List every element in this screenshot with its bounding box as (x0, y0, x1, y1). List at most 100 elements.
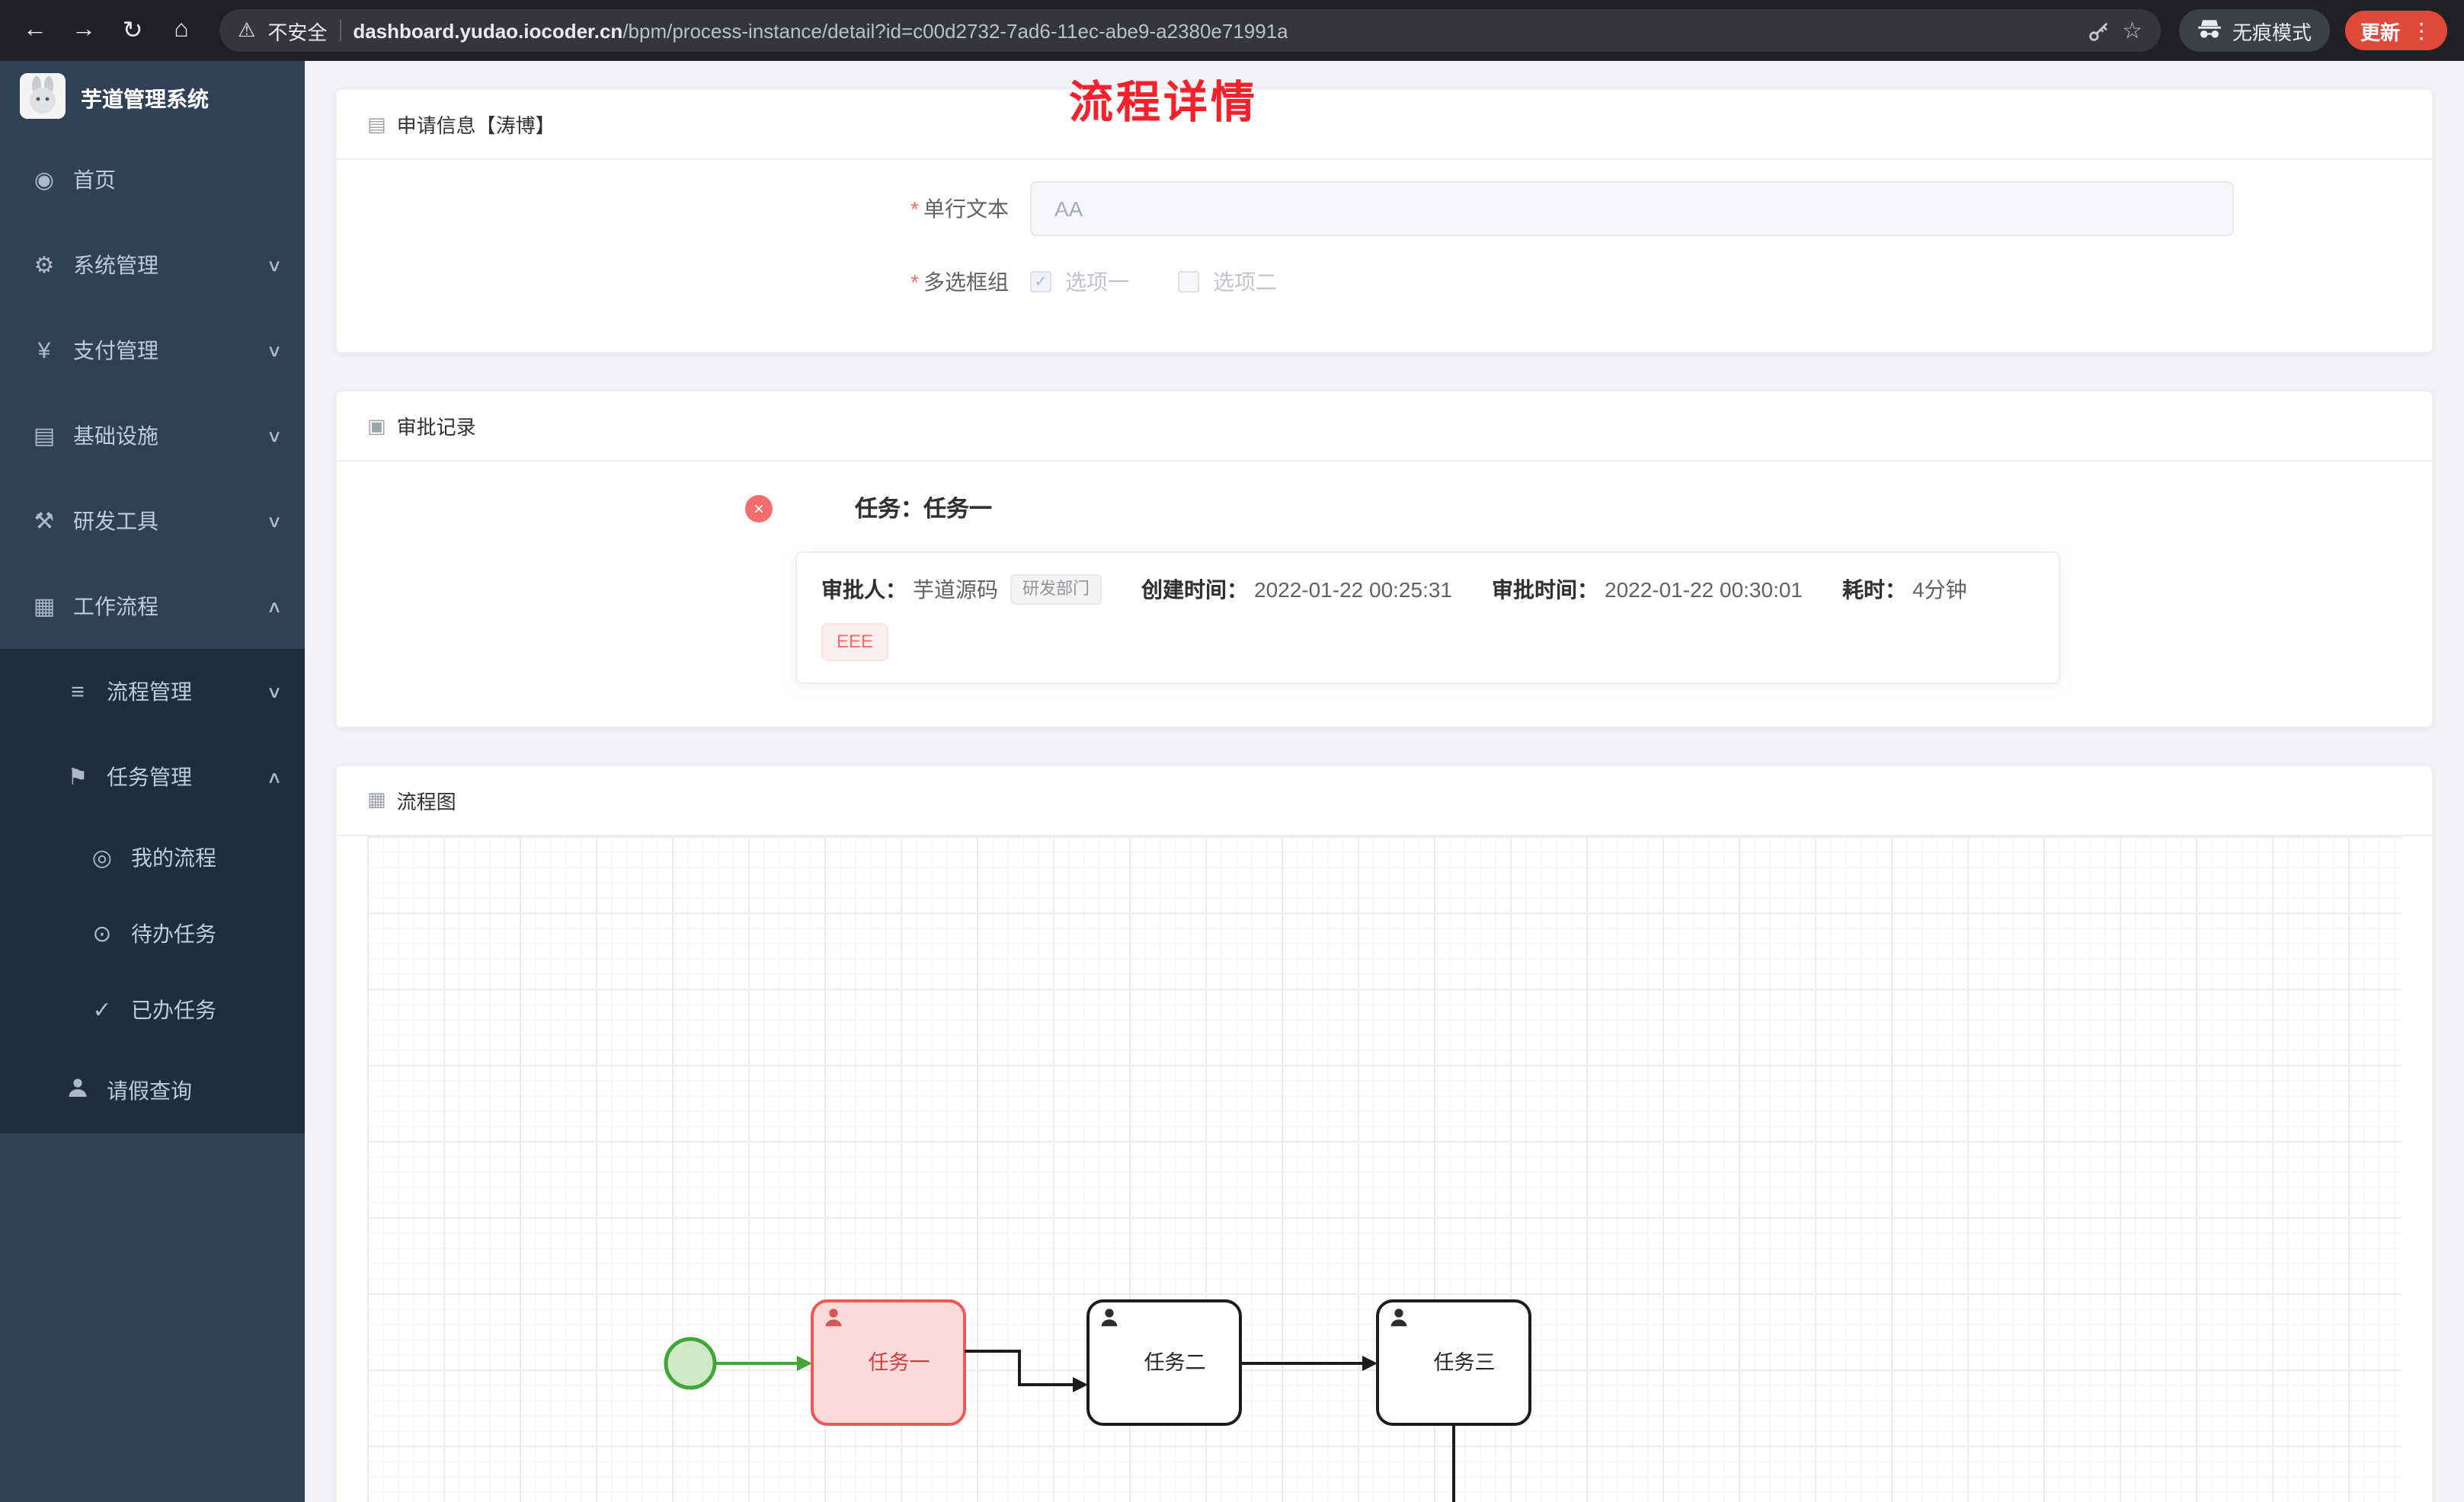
checkbox-option-label: 选项二 (1213, 270, 1277, 294)
arrowhead-black (1362, 1355, 1378, 1371)
sidebar-item-process-mgmt[interactable]: ≡ 流程管理 ∨ (0, 649, 305, 734)
menu-label: 请假查询 (107, 1079, 192, 1103)
task-node-2[interactable]: 任务二 (1086, 1299, 1242, 1426)
duration-label: 耗时： (1842, 577, 1906, 602)
checkbox-field-label: *多选框组 (910, 270, 1009, 294)
sidebar-item-system[interactable]: ⚙ 系统管理 ∨ (0, 222, 305, 308)
security-warning-icon: ⚠ (238, 18, 256, 41)
chevron-up-icon: ∧ (266, 769, 283, 787)
bpmn-canvas[interactable]: 任务一 任务二 (367, 836, 2402, 1502)
menu-kebab-icon[interactable]: ⋮ (2411, 18, 2433, 42)
apply-info-card: ▤ 申请信息【涛博】 *单行文本 *多选框组 ✓ 选项一 (335, 88, 2434, 353)
reload-icon[interactable]: ↻ (122, 18, 143, 44)
approver-name: 芋道源码 (913, 577, 998, 602)
chevron-down-icon: ∨ (266, 513, 283, 531)
apply-info-title: 申请信息【涛博】 (396, 114, 555, 137)
app-logo-row[interactable]: 芋道管理系统 (0, 61, 305, 137)
process-diagram-title: 流程图 (396, 790, 456, 813)
task-label: 任务三 (1434, 1350, 1496, 1373)
user-task-icon (825, 1308, 842, 1326)
task-node-1[interactable]: 任务一 (811, 1299, 966, 1426)
timeline-row: × 任务：任务一 (745, 492, 2432, 524)
chevron-down-icon: ∨ (266, 342, 283, 360)
bookmark-star-icon[interactable]: ☆ (2122, 18, 2142, 44)
menu-label: 任务管理 (107, 765, 192, 789)
menu-label: 我的流程 (131, 845, 216, 870)
password-key-icon[interactable] (2087, 19, 2110, 42)
sidebar-item-done-tasks[interactable]: ✓ 已办任务 (0, 972, 305, 1048)
approval-comment-row: EEE (821, 623, 2034, 661)
duration-value: 4分钟 (1912, 577, 1967, 602)
infra-icon: ▤ (33, 423, 56, 449)
sidebar-item-devtools[interactable]: ⚒ 研发工具 ∨ (0, 478, 305, 564)
menu-label: 基础设施 (73, 423, 158, 448)
sidebar-item-home[interactable]: ◉ 首页 (0, 137, 305, 222)
checkbox-option-2[interactable]: 选项二 (1178, 267, 1277, 297)
approval-record-card: ▣ 审批记录 × 任务：任务一 审批人： 芋道源码 研发部门 创建时间： 202… (335, 390, 2434, 728)
approved-time: 2022-01-22 00:30:01 (1605, 577, 1803, 602)
dept-tag: 研发部门 (1010, 574, 1102, 606)
incognito-icon (2197, 18, 2222, 43)
comment-tag: EEE (821, 623, 889, 661)
task-node-3[interactable]: 任务三 (1376, 1299, 1531, 1426)
approval-record-header: ▣ 审批记录 (337, 391, 2432, 462)
sidebar-item-workflow[interactable]: ▦ 工作流程 ∧ (0, 564, 305, 649)
sidebar-item-leave-query[interactable]: 请假查询 (0, 1048, 305, 1133)
checkbox-option-1[interactable]: ✓ 选项一 (1030, 267, 1129, 297)
address-bar[interactable]: ⚠ 不安全 dashboard.yudao.iocoder.cn/bpm/pro… (219, 9, 2161, 52)
page-title: 流程详情 (1068, 79, 1258, 128)
approval-detail-line: 审批人： 芋道源码 研发部门 创建时间： 2022-01-22 00:25:31… (821, 574, 2034, 606)
menu-label: 已办任务 (131, 998, 216, 1022)
gear-icon: ⚙ (34, 253, 55, 279)
menu-label: 研发工具 (73, 509, 158, 533)
checkbox-checked-icon[interactable]: ✓ (1030, 271, 1051, 292)
flow-task1-to-task2 (965, 1349, 1073, 1386)
sidebar-item-my-process[interactable]: ◎ 我的流程 (0, 820, 305, 896)
sidebar-item-infrastructure[interactable]: ▤ 基础设施 ∨ (0, 393, 305, 478)
required-mark: * (910, 197, 919, 221)
text-field-label: *单行文本 (910, 197, 1009, 221)
chevron-up-icon: ∧ (266, 598, 283, 616)
security-label[interactable]: 不安全 (267, 21, 328, 43)
browser-update-button[interactable]: 更新 ⋮ (2345, 11, 2448, 50)
required-mark: * (910, 270, 919, 294)
sidebar-item-payment[interactable]: ¥ 支付管理 ∨ (0, 308, 305, 393)
checkbox-field-row: *多选框组 ✓ 选项一 选项二 (337, 267, 2432, 297)
sidebar-item-todo-tasks[interactable]: ⊙ 待办任务 (0, 896, 305, 972)
home-icon[interactable]: ⌂ (174, 17, 189, 43)
process-diagram-header: ▦ 流程图 (337, 765, 2432, 836)
sidebar-item-task-mgmt[interactable]: ⚑ 任务管理 ∧ (0, 734, 305, 820)
browser-toolbar: ← → ↻ ⌂ ⚠ 不安全 dashboard.yudao.iocoder.cn… (0, 0, 2464, 61)
text-field-row: *单行文本 (337, 181, 2432, 236)
checkbox-option-label: 选项一 (1065, 270, 1129, 294)
checkbox-unchecked-icon[interactable] (1178, 271, 1199, 292)
task-label: 任务二 (1144, 1350, 1206, 1373)
menu-label: 流程管理 (107, 679, 192, 704)
task-label: 任务一 (869, 1350, 930, 1373)
approval-detail-box: 审批人： 芋道源码 研发部门 创建时间： 2022-01-22 00:25:31… (795, 551, 2060, 684)
form-icon: ▤ (367, 112, 386, 135)
list-icon: ≡ (71, 679, 85, 705)
chevron-down-icon: ∨ (266, 427, 283, 446)
sidebar-menu: ◉ 首页 ⚙ 系统管理 ∨ ¥ 支付管理 ∨ ▤ 基础设施 ∨ (0, 137, 305, 1133)
start-event-node[interactable] (664, 1336, 717, 1389)
single-line-text-input[interactable] (1030, 181, 2234, 236)
diagram-icon: ▦ (367, 788, 386, 811)
back-icon[interactable]: ← (23, 17, 47, 43)
arrowhead-green (797, 1355, 812, 1371)
forward-icon[interactable]: → (72, 17, 96, 43)
approval-record-title: 审批记录 (396, 416, 476, 439)
app-sidebar: 芋道管理系统 ◉ 首页 ⚙ 系统管理 ∨ ¥ 支付管理 ∨ ▤ (0, 61, 305, 1502)
rejected-status-icon: × (745, 494, 773, 522)
app-logo (20, 72, 66, 126)
flag-icon: ⚑ (67, 765, 88, 791)
menu-label: 系统管理 (73, 253, 158, 277)
menu-label: 工作流程 (73, 594, 158, 618)
chevron-down-icon: ∨ (266, 257, 283, 275)
url-domain: dashboard.yudao.iocoder.cn (353, 19, 623, 42)
created-label: 创建时间： (1141, 577, 1248, 602)
main-content: 流程详情 ▤ 申请信息【涛博】 *单行文本 *多选框组 ✓ 选项一 (305, 61, 2464, 1502)
menu-label: 待办任务 (131, 922, 216, 946)
menu-label: 支付管理 (73, 338, 158, 363)
